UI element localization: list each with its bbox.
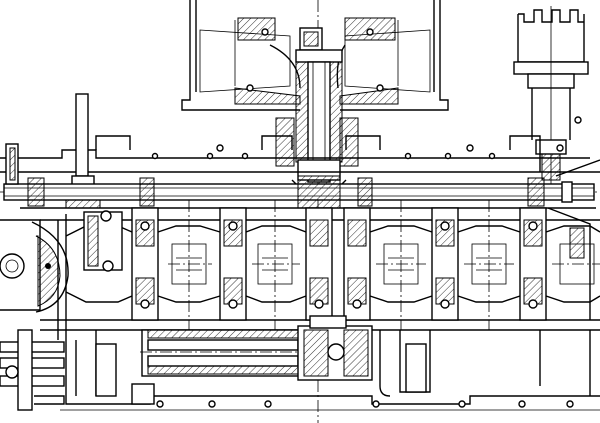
crank-throw <box>245 225 307 303</box>
timing-housing <box>539 150 600 320</box>
main-bearings <box>131 207 547 321</box>
gear-housing <box>0 143 69 313</box>
main-bearing <box>219 207 247 321</box>
oil-pump-shaft <box>140 315 373 381</box>
main-bearing <box>431 207 459 321</box>
distributor <box>513 6 589 190</box>
cylinder-centre-lines <box>188 200 490 330</box>
main-bearing <box>343 207 371 321</box>
main-bearing <box>519 207 547 321</box>
left-pipes <box>0 329 65 411</box>
camshaft <box>0 175 600 209</box>
main-bearing <box>131 207 159 321</box>
main-bearing <box>305 207 333 321</box>
oil-sump <box>60 330 600 411</box>
crank-throw <box>65 210 133 303</box>
impeller-housing <box>181 0 449 111</box>
